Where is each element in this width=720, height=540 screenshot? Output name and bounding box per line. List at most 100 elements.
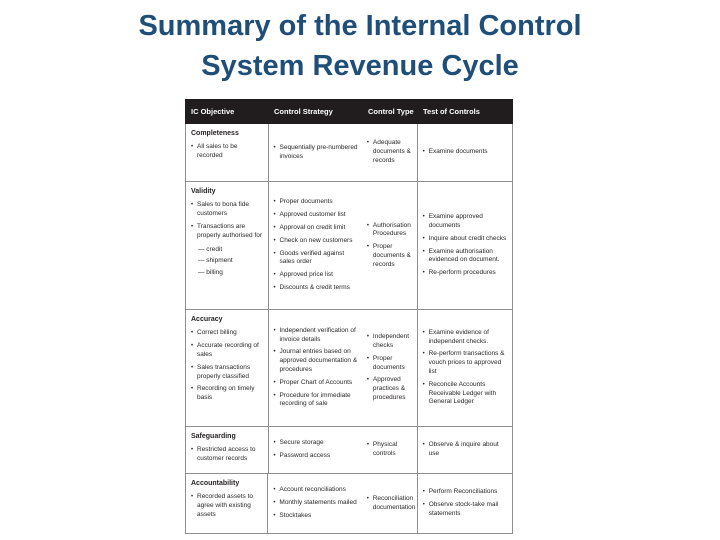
- objective-item-label: All sales to be recorded: [197, 143, 238, 160]
- strategy-item-label: Secure storage: [279, 439, 324, 447]
- control-type-item-label: Reconciliation documentation: [372, 494, 416, 511]
- test-of-controls-cell: •Observe & inquire about use: [416, 427, 512, 473]
- strategy-item: •Approved customer list: [274, 211, 359, 220]
- objective-item: •Sales transactions properly classified: [191, 364, 265, 382]
- strategy-item-label: Goods verified against sales order: [279, 249, 345, 266]
- ic-objective-title: Completeness: [191, 130, 239, 137]
- test-of-controls-cell: •Perform Reconciliations•Observe stock-t…: [416, 474, 512, 533]
- strategy-item: •Monthly statements mailed: [273, 499, 358, 508]
- strategy-item-label: Approved price list: [279, 271, 333, 279]
- strategy-item: •Proper Chart of Accounts: [274, 379, 359, 388]
- control-type-item: •Proper documents & records: [367, 243, 414, 269]
- objective-sub-item: — credit: [198, 245, 223, 253]
- test-item-label: Perform Reconciliations: [428, 488, 498, 496]
- bullet-icon: •: [366, 442, 370, 449]
- test-of-controls-cell: •Examine documents: [416, 124, 512, 181]
- objective-item-label: Recording on timely basis: [197, 385, 255, 402]
- control-strategy-cell: •Account reconciliations•Monthly stateme…: [268, 474, 361, 533]
- control-type-item: •Reconciliation documentation: [366, 494, 416, 513]
- bullet-icon: •: [273, 379, 276, 386]
- objective-item: •Correct billing: [191, 329, 265, 338]
- bullet-icon: •: [191, 386, 194, 393]
- objective-item: •All sales to be recorded: [191, 143, 265, 161]
- control-type-item-label: Proper documents & records: [372, 243, 411, 268]
- strategy-item: •Procedure for immediate recording of sa…: [274, 392, 359, 410]
- control-type-cell: •Independent checks•Proper documents•App…: [362, 310, 417, 426]
- control-type-item-label: Approved practices & procedures: [372, 376, 406, 401]
- objective-item: •Recording on timely basis: [191, 385, 265, 403]
- strategy-item-label: Proper Chart of Accounts: [279, 378, 353, 386]
- objective-item-label: Recorded assets to agree with existing a…: [197, 493, 254, 518]
- table-body: Completeness•All sales to be recorded•Se…: [185, 124, 513, 534]
- bullet-icon: •: [422, 351, 425, 358]
- ic-objective-title: Safeguarding: [191, 433, 236, 440]
- strategy-item: •Check on new customers: [274, 237, 359, 246]
- test-item-label: Reconcile Accounts Receivable Ledger wit…: [428, 380, 497, 406]
- control-type-cell: •Adequate documents & records: [362, 124, 417, 181]
- bullet-icon: •: [191, 364, 194, 371]
- bullet-icon: •: [273, 237, 276, 244]
- bullet-icon: •: [366, 377, 370, 384]
- bullet-icon: •: [191, 330, 194, 337]
- control-strategy-cell: •Proper documents •Approved customer list…: [269, 182, 362, 309]
- strategy-item-label: Check on new customers: [279, 236, 353, 244]
- bullet-icon: •: [366, 334, 370, 341]
- bullet-icon: •: [366, 495, 369, 502]
- bullet-icon: •: [422, 235, 425, 242]
- bullet-icon: •: [273, 500, 276, 507]
- ic-objective-cell: Safeguarding •Restricted access to custom…: [186, 427, 269, 473]
- objective-item: •Accurate recording of sales: [191, 342, 265, 360]
- strategy-item-label: Procedure for immediate recording of sal…: [279, 391, 351, 408]
- ic-objective-cell: Validity •Sales to bona fide customers •Tr…: [186, 182, 269, 309]
- strategy-item: •Proper documents: [274, 198, 359, 207]
- strategy-item-label: Sequentially pre-numbered invoices: [279, 143, 358, 160]
- strategy-item-label: Approval on credit limit: [279, 223, 346, 231]
- ic-objective-title: Validity: [191, 188, 216, 195]
- objective-item-label: Restricted access to customer records: [197, 446, 256, 463]
- test-item: •Examine documents: [423, 148, 509, 157]
- table-row: Validity•Sales to bona fide customers•Tr…: [186, 182, 512, 310]
- bullet-icon: •: [273, 199, 276, 206]
- slide-title-line2: System Revenue Cycle: [201, 50, 519, 82]
- bullet-icon: •: [273, 487, 276, 494]
- bullet-icon: •: [422, 248, 425, 255]
- bullet-icon: •: [273, 144, 276, 151]
- strategy-item-label: Discounts & credit terms: [279, 283, 350, 291]
- control-type-item-label: Proper documents: [372, 354, 405, 371]
- objective-item: •Restricted access to customer records: [191, 446, 265, 464]
- bullet-icon: •: [366, 244, 370, 251]
- objective-item-label: Sales to bona fide customers: [197, 201, 250, 218]
- bullet-icon: •: [191, 494, 194, 501]
- strategy-item: •Independent verification of invoice det…: [274, 327, 359, 345]
- strategy-item: •Goods verified against sales order: [274, 250, 359, 268]
- control-type-item: •Approved practices & procedures: [367, 376, 414, 402]
- objective-item-label: Accurate recording of sales: [197, 342, 259, 358]
- test-item: •Examine evidence of independent checks.: [423, 329, 509, 347]
- bullet-icon: •: [191, 447, 194, 454]
- bullet-icon: •: [273, 512, 276, 519]
- strategy-item-label: Password access: [279, 452, 331, 459]
- bullet-icon: •: [273, 284, 276, 291]
- bullet-icon: •: [273, 272, 276, 279]
- strategy-item: •Secure storage: [274, 439, 359, 448]
- test-item-label: Inquire about credit checks: [428, 234, 507, 242]
- bullet-icon: •: [422, 442, 425, 449]
- objective-item: •Sales to bona fide customers: [191, 201, 265, 219]
- bullet-icon: •: [422, 381, 425, 388]
- test-item-label: Observe stock-take mail statements: [428, 501, 499, 517]
- strategy-item-label: Stocktakes: [279, 511, 312, 519]
- bullet-icon: •: [191, 223, 194, 230]
- objective-item: •Transactions are properly authorised fo…: [191, 223, 265, 241]
- test-item-label: Examine evidence of independent checks.: [428, 328, 489, 345]
- test-item: •Reconcile Accounts Receivable Ledger wi…: [423, 381, 509, 407]
- ic-objective-cell: Completeness •All sales to be recorded: [186, 124, 269, 181]
- test-item-label: Examine documents: [428, 148, 488, 156]
- test-of-controls-cell: •Examine evidence of independent checks.…: [416, 310, 512, 426]
- bullet-icon: •: [366, 140, 370, 147]
- bullet-icon: •: [273, 440, 276, 447]
- test-item-label: Re-perform transactions & vouch prices t…: [428, 350, 505, 375]
- strategy-item: •Approved price list: [274, 271, 359, 280]
- bullet-icon: •: [273, 212, 276, 219]
- bullet-icon: •: [366, 222, 370, 229]
- strategy-item-label: Account reconciliations: [279, 486, 346, 494]
